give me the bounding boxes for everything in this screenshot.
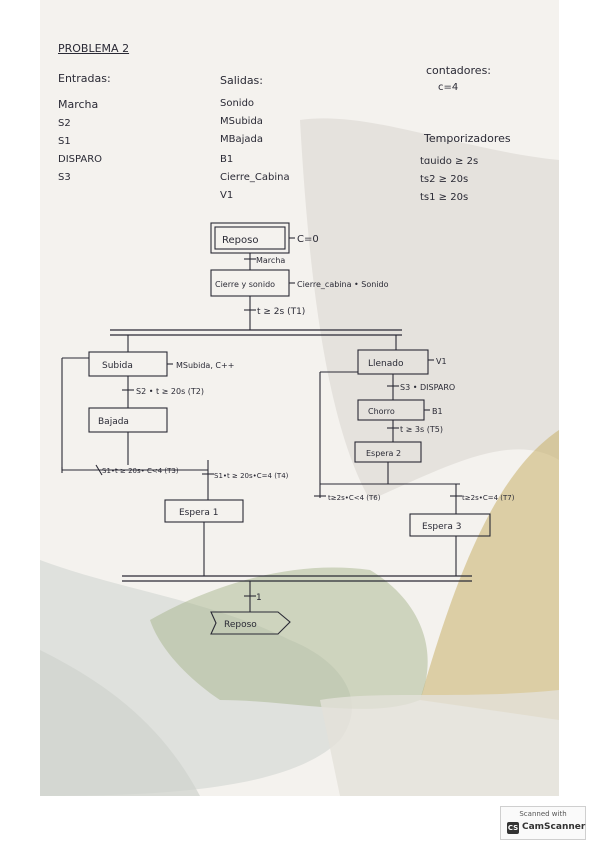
transition-t5: t ≥ 3s (T5): [400, 425, 443, 434]
action-chorro: B1: [432, 407, 443, 416]
scanned-page: PROBLEMA 2 Entradas: Marcha S2 S1 DISPAR…: [40, 0, 559, 796]
output-item: MSubida: [220, 116, 263, 127]
step-espera3-box: [409, 513, 491, 537]
step-llenado-label: Llenado: [368, 359, 404, 369]
transition-t3: S1•t ≥ 20s• C<4 (T3): [102, 467, 179, 475]
input-item: S2: [58, 118, 71, 129]
initial-action: C=0: [297, 234, 319, 245]
camscanner-watermark: Scanned with CS CamScanner: [500, 806, 586, 840]
input-item: Marcha: [58, 98, 99, 111]
timer-item: ts1 ≥ 20s: [420, 192, 469, 203]
transition-t2: S2 • t ≥ 20s (T2): [136, 387, 204, 396]
inputs-heading: Entradas:: [58, 72, 111, 85]
camscanner-logo-icon: CS: [507, 822, 519, 834]
counter-item: c=4: [438, 82, 459, 93]
step-bajada-label: Bajada: [98, 417, 129, 427]
step-espera3-label: Espera 3: [422, 522, 461, 532]
step-chorro-label: Chorro: [368, 407, 395, 416]
counters-heading: contadores:: [426, 64, 492, 77]
action-subida: MSubida, C++: [176, 361, 234, 370]
action-cierre: Cierre_cabina • Sonido: [297, 280, 389, 289]
input-item: S1: [58, 136, 71, 147]
transition-t6: t≥2s•C<4 (T6): [328, 494, 381, 502]
camscanner-brand: CamScanner: [522, 822, 586, 832]
transition-t4: S1•t ≥ 20s•C=4 (T4): [214, 472, 289, 480]
step-espera1-label: Espera 1: [179, 508, 218, 518]
transition-t1: t ≥ 2s (T1): [257, 307, 305, 317]
problem-title: PROBLEMA 2: [58, 42, 130, 55]
output-item: MBajada: [220, 134, 263, 145]
step-espera2-label: Espera 2: [366, 449, 401, 458]
transition-final: 1: [256, 593, 262, 603]
action-llenado: V1: [436, 357, 447, 366]
final-step-label: Reposo: [224, 620, 257, 630]
output-item: V1: [220, 190, 234, 201]
output-item: B1: [220, 154, 234, 165]
timer-item: ts2 ≥ 20s: [420, 174, 469, 185]
transition-t7: t≥2s•C=4 (T7): [462, 494, 515, 502]
transition-s3-disparo: S3 • DISPARO: [400, 383, 455, 392]
input-item: DISPARO: [58, 154, 103, 165]
outputs-heading: Salidas:: [220, 74, 263, 87]
input-item: S3: [58, 172, 71, 183]
step-subida-label: Subida: [102, 361, 133, 371]
timer-item: tɑuido ≥ 2s: [420, 156, 479, 167]
output-item: Sonido: [220, 98, 255, 109]
initial-step-inner-box: [214, 226, 286, 250]
final-step-shape: [210, 611, 291, 635]
scanned-with-text: Scanned with: [519, 810, 567, 818]
grafcet-diagram: Reposo C=0 Marcha Cierre y sonido Cierre…: [61, 222, 515, 635]
timers-heading: Temporizadores: [424, 132, 511, 145]
step-cierre-label: Cierre y sonido: [215, 280, 275, 289]
initial-step-label: Reposo: [222, 235, 258, 246]
transition-marcha: Marcha: [256, 256, 285, 265]
output-item: Cierre_Cabina: [220, 172, 290, 183]
